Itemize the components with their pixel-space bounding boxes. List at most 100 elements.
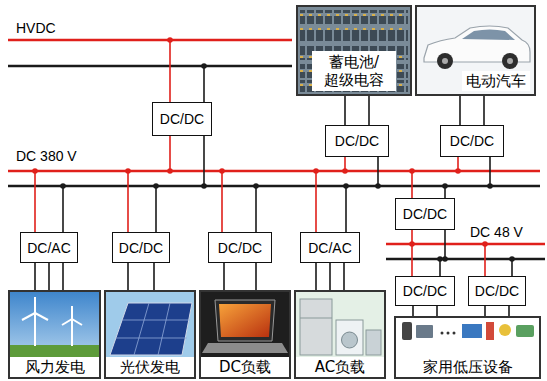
wind-picture bbox=[10, 292, 99, 377]
junction-dot bbox=[153, 183, 159, 189]
car-hub bbox=[507, 58, 513, 64]
junction-dot bbox=[167, 37, 173, 43]
junction-dot bbox=[437, 256, 443, 262]
positive-wire bbox=[484, 244, 486, 276]
negative-wire bbox=[345, 186, 347, 232]
junction-dot bbox=[253, 183, 259, 189]
appliance bbox=[366, 330, 381, 355]
device-caption: 风力发电 bbox=[10, 357, 99, 377]
negative-wire bbox=[203, 66, 205, 102]
battery-picture bbox=[298, 7, 410, 94]
router-icon bbox=[516, 325, 534, 337]
junction-dot bbox=[509, 256, 515, 262]
tablet-icon bbox=[416, 325, 433, 338]
car-wheel bbox=[437, 53, 453, 69]
household-background bbox=[396, 318, 539, 377]
converter-box: DC/DC bbox=[208, 232, 272, 263]
converter-label: DC/DC bbox=[403, 283, 447, 299]
car-window bbox=[462, 30, 515, 41]
washer bbox=[336, 320, 363, 355]
ground bbox=[10, 345, 99, 377]
negative-wire bbox=[444, 230, 446, 259]
junction-dot bbox=[442, 256, 448, 262]
device-panel: 蓄电池/ 超级电容 bbox=[296, 5, 412, 96]
device-panel: DC负载 bbox=[199, 290, 291, 379]
connector-wire bbox=[345, 96, 369, 125]
junction-dot bbox=[375, 183, 381, 189]
connector-wire bbox=[35, 263, 63, 290]
connector-wire bbox=[485, 306, 509, 316]
laptop-base bbox=[202, 343, 288, 353]
junction-dot bbox=[482, 241, 488, 247]
appliance-background bbox=[296, 292, 384, 377]
laptop-screen bbox=[215, 300, 275, 341]
connector-wire bbox=[316, 263, 344, 290]
positive-wire bbox=[411, 244, 413, 276]
junction-dot bbox=[219, 168, 225, 174]
device-panel: 光伏发电 bbox=[104, 290, 196, 379]
positive-wire bbox=[315, 171, 317, 232]
negative-wire bbox=[255, 186, 257, 232]
converter-box: DC/AC bbox=[20, 232, 78, 263]
junction-dot bbox=[342, 168, 348, 174]
laptop-picture bbox=[201, 292, 289, 377]
junction-dot bbox=[455, 168, 461, 174]
battery-background bbox=[298, 7, 410, 94]
converter-box: DC/DC bbox=[395, 198, 455, 230]
negative-wire bbox=[489, 157, 491, 186]
device-panel: 家用低压设备 bbox=[394, 316, 541, 379]
connector-wire bbox=[128, 263, 154, 290]
converter-box: DC/DC bbox=[112, 232, 170, 263]
household-picture bbox=[396, 318, 539, 377]
hvdc-positive-bus bbox=[8, 39, 292, 42]
positive-wire bbox=[169, 40, 171, 102]
junction-dot bbox=[125, 168, 131, 174]
junction-dot bbox=[442, 183, 448, 189]
panel-grid bbox=[116, 303, 190, 355]
converter-box: DC/AC bbox=[300, 232, 360, 263]
device-caption: AC负载 bbox=[296, 357, 384, 377]
bus-label: HVDC bbox=[16, 20, 56, 36]
dc48-negative-bus bbox=[386, 258, 545, 261]
device-caption: DC负载 bbox=[201, 357, 289, 377]
washer-door bbox=[342, 332, 358, 348]
converter-label: DC/DC bbox=[450, 133, 494, 149]
device-panel: 风力发电 bbox=[8, 290, 101, 379]
junction-dot bbox=[409, 168, 415, 174]
converter-label: DC/DC bbox=[218, 240, 262, 256]
connector-wire bbox=[460, 96, 484, 125]
device-panel: AC负载 bbox=[294, 290, 386, 379]
positive-wire bbox=[34, 171, 36, 232]
junction-dot bbox=[409, 241, 415, 247]
solar-panel bbox=[110, 303, 192, 355]
positive-wire bbox=[169, 136, 171, 171]
junction-dot bbox=[60, 183, 66, 189]
car-picture bbox=[417, 7, 534, 94]
converter-label: DC/AC bbox=[308, 240, 352, 256]
lamp-icon bbox=[499, 324, 511, 336]
monitor-icon bbox=[462, 324, 482, 338]
phone-icon bbox=[402, 322, 412, 340]
junction-dots bbox=[32, 37, 515, 262]
dc380-negative-bus bbox=[8, 185, 540, 188]
bus-wires bbox=[35, 40, 512, 276]
junction-dot bbox=[343, 183, 349, 189]
device-caption: 蓄电池/ 超级电容 bbox=[312, 51, 396, 91]
bus-label: DC 380 V bbox=[16, 148, 77, 164]
connector-wire bbox=[224, 263, 256, 290]
junction-dot bbox=[201, 183, 207, 189]
sky bbox=[106, 292, 194, 377]
device-caption: 光伏发电 bbox=[106, 357, 194, 377]
converter-box: DC/DC bbox=[395, 276, 455, 306]
wind-turbine bbox=[22, 297, 82, 346]
junction-dot bbox=[32, 168, 38, 174]
laptop-background bbox=[201, 292, 289, 377]
junction-dot bbox=[201, 63, 207, 69]
battery-rack bbox=[300, 10, 408, 24]
converter-label: DC/AC bbox=[27, 240, 71, 256]
battery-rack bbox=[300, 28, 408, 42]
pv-picture bbox=[106, 292, 194, 377]
